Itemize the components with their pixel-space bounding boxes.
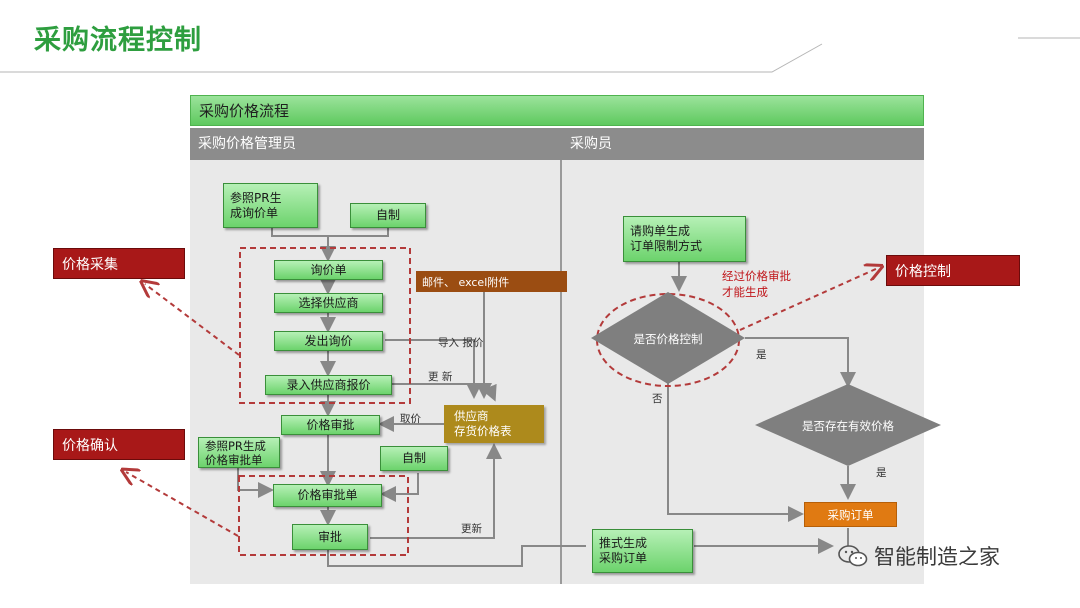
decision-price-control-shape — [591, 292, 745, 384]
header-divider — [0, 37, 1080, 73]
self-make-box-1: 自制 — [350, 203, 426, 228]
requisition-box: 请购单生成 订单限制方式 — [623, 216, 746, 262]
watermark: 智能制造之家 — [838, 541, 1000, 571]
update-label-2: 更新 — [461, 523, 482, 535]
mail-attachment-tag: 邮件、 excel附件 — [416, 271, 567, 292]
approval-sheet-box: 价格审批单 — [273, 484, 382, 507]
watermark-text: 智能制造之家 — [874, 545, 1000, 569]
decision-valid-price-shape — [755, 384, 941, 466]
decision-price-control-label: 是否价格控制 — [633, 332, 703, 346]
purchase-order-box: 采购订单 — [804, 502, 897, 527]
select-supplier-box: 选择供应商 — [274, 293, 383, 313]
approve-box: 审批 — [292, 524, 368, 550]
ref-pr-approval-box: 参照PR生成 价格审批单 — [198, 437, 280, 468]
send-inquiry-box: 发出询价 — [274, 331, 383, 351]
diagram-header: 采购价格流程 — [190, 95, 924, 126]
no-label-1: 否 — [652, 393, 663, 405]
ref-pr-inquiry-box: 参照PR生 成询价单 — [223, 183, 318, 228]
approval-note: 经过价格审批 才能生成 — [722, 269, 791, 299]
supplier-price-table: 供应商 存货价格表 — [444, 405, 544, 443]
lane-admin — [190, 160, 560, 584]
price-review-box: 价格审批 — [281, 415, 380, 435]
inquiry-sheet-box: 询价单 — [274, 260, 383, 280]
price-collect-tag: 价格采集 — [53, 248, 185, 279]
lane-header-buyer: 采购员 — [562, 128, 924, 160]
push-po-box: 推式生成 采购订单 — [592, 529, 693, 573]
self-make-box-2: 自制 — [380, 446, 448, 471]
price-control-tag: 价格控制 — [886, 255, 1020, 286]
decision-valid-price-label: 是否存在有效价格 — [802, 419, 894, 433]
import-quote-label: 导入 报价 — [438, 337, 484, 349]
yes-label-2: 是 — [876, 467, 887, 479]
price-confirm-tag: 价格确认 — [53, 429, 185, 460]
enter-quote-box: 录入供应商报价 — [265, 375, 392, 395]
page-title: 采购流程控制 — [34, 25, 202, 56]
wechat-icon — [838, 545, 868, 567]
fetch-price-label: 取价 — [400, 413, 421, 425]
lane-divider — [560, 160, 562, 584]
lane-header-admin: 采购价格管理员 — [190, 128, 563, 160]
yes-label-1: 是 — [756, 349, 767, 361]
update-label-1: 更 新 — [428, 371, 453, 383]
